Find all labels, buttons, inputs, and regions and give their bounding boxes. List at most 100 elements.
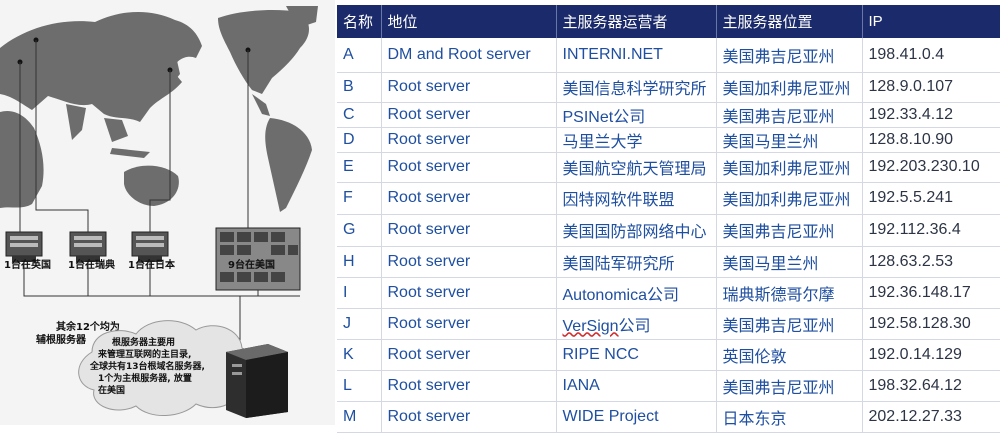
cell-role: Root server	[381, 127, 557, 153]
cell-operator: 美国航空航天管理局	[556, 152, 717, 183]
cell-operator: IANA	[556, 370, 717, 402]
map-greenland	[286, 6, 318, 28]
cloud-note: 根服务器主要用 来管理互联网的主目录, 全球共有13台根域名服务器, 1个为主根…	[89, 336, 208, 396]
host-label-japan: 1台在日本	[128, 258, 176, 271]
cell-name: G	[337, 214, 382, 247]
cell-ip: 192.36.148.17	[862, 277, 1000, 309]
cell-ip: 198.32.64.12	[862, 370, 1000, 402]
cloud-note-line-5: 在美国	[98, 384, 125, 396]
sweden-leader	[35, 40, 89, 232]
cloud-note-line-1: 根服务器主要用	[112, 336, 175, 348]
main-root-server	[226, 344, 288, 418]
cell-role: Root server	[381, 277, 557, 309]
cell-ip: 192.0.14.129	[862, 339, 1000, 371]
map-south-america	[265, 118, 312, 212]
cell-ip: 128.8.10.90	[862, 127, 1000, 153]
map-australia	[124, 165, 179, 206]
host-label-usa: 9台在美国	[228, 258, 275, 271]
network-bus	[23, 262, 300, 345]
cell-ip: 198.41.0.4	[862, 38, 1000, 73]
cell-operator: VerSign公司	[556, 308, 717, 340]
map-central-america	[252, 94, 270, 116]
cloud-note-line-4: 1个为主根服务器, 放置	[98, 372, 192, 384]
cell-operator: 因特网软件联盟	[556, 182, 717, 215]
cell-location: 美国弗吉尼亚州	[716, 370, 863, 402]
cell-name: A	[337, 38, 382, 73]
map-india	[66, 104, 86, 140]
map-japan	[168, 56, 180, 84]
leader-lines	[19, 40, 249, 232]
cell-role: Root server	[381, 308, 557, 340]
aux-note-line-2: 辅根服务器	[36, 333, 87, 346]
header-name: 名称	[337, 5, 382, 38]
cell-operator: Autonomica公司	[556, 277, 717, 309]
cell-role: Root server	[381, 339, 557, 371]
cell-name: B	[337, 72, 382, 103]
root-server-diagram: 1台在英国 1台在瑞典 1台在日本 9台在美国 其余12个均为 辅根服务器 根服…	[0, 0, 335, 425]
cell-operator: 美国陆军研究所	[556, 246, 717, 278]
cell-ip: 128.9.0.107	[862, 72, 1000, 103]
map-indonesia	[110, 148, 150, 158]
world-map	[0, 6, 318, 212]
map-eurasia	[0, 11, 202, 122]
cell-location: 美国加利弗尼亚州	[716, 72, 863, 103]
cell-location: 美国马里兰州	[716, 127, 863, 153]
cell-location: 日本东京	[716, 401, 863, 433]
cell-name: M	[337, 401, 382, 433]
cell-name: C	[337, 102, 382, 128]
cell-role: Root server	[381, 72, 557, 103]
cell-name: E	[337, 152, 382, 183]
cell-name: I	[337, 277, 382, 309]
cell-name: H	[337, 246, 382, 278]
cell-operator: 美国信息科学研究所	[556, 72, 717, 103]
cell-role: Root server	[381, 370, 557, 402]
misspelled-word: VerSign	[562, 317, 619, 335]
cell-ip: 192.5.5.241	[862, 182, 1000, 215]
cell-role: Root server	[381, 246, 557, 278]
cell-role: Root server	[381, 102, 557, 128]
cell-role: Root server	[381, 214, 557, 247]
cell-location: 美国弗吉尼亚州	[716, 308, 863, 340]
cell-ip: 192.112.36.4	[862, 214, 1000, 247]
map-se-asia	[104, 118, 128, 142]
cell-operator: INTERNI.NET	[556, 38, 717, 73]
cell-ip: 192.33.4.12	[862, 102, 1000, 128]
cell-role: Root server	[381, 182, 557, 215]
diagram-canvas: 1台在英国 1台在瑞典 1台在日本 9台在美国 其余12个均为 辅根服务器 根服…	[0, 6, 318, 418]
host-label-uk: 1台在英国	[4, 258, 51, 271]
map-north-america	[218, 10, 309, 94]
cell-location: 美国加利弗尼亚州	[716, 182, 863, 215]
cell-operator: RIPE NCC	[556, 339, 717, 371]
cell-ip: 192.58.128.30	[862, 308, 1000, 340]
header-role: 地位	[381, 5, 557, 38]
cell-location: 英国伦敦	[716, 339, 863, 371]
cell-name: J	[337, 308, 382, 340]
cell-name: L	[337, 370, 382, 402]
cell-role: DM and Root server	[381, 38, 557, 73]
cell-role: Root server	[381, 152, 557, 183]
cell-operator: 马里兰大学	[556, 127, 717, 153]
map-africa	[0, 110, 44, 208]
cell-name: F	[337, 182, 382, 215]
table-header-row: 名称 地位 主服务器运营者 主服务器位置 IP	[337, 5, 1000, 38]
aux-note: 其余12个均为 辅根服务器	[36, 320, 123, 346]
cell-operator: PSINet公司	[556, 102, 717, 128]
header-operator: 主服务器运营者	[556, 5, 717, 38]
cell-location: 美国加利弗尼亚州	[716, 152, 863, 183]
cell-operator: 美国国防部网络中心	[556, 214, 717, 247]
header-location: 主服务器位置	[716, 5, 863, 38]
cell-location: 美国弗吉尼亚州	[716, 214, 863, 247]
cell-role: Root server	[381, 401, 557, 433]
